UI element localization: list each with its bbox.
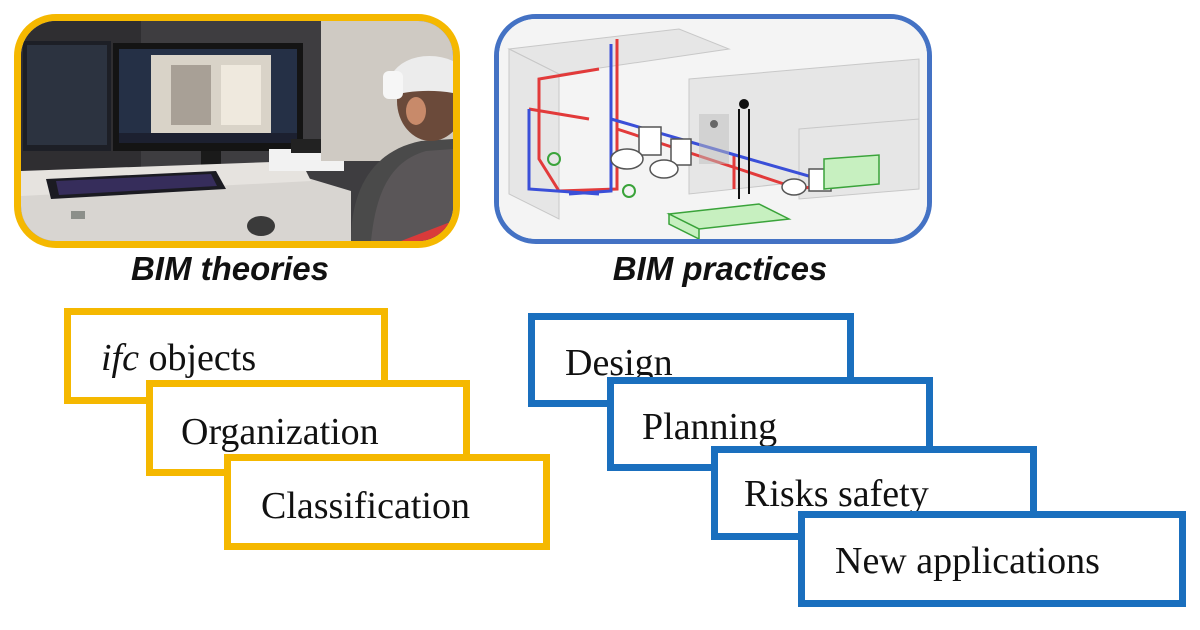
practice-item-label: Design xyxy=(565,342,673,384)
practice-box-new-applications: New applications xyxy=(798,511,1186,607)
practice-item-label: Planning xyxy=(642,406,778,448)
bim-theories-caption: BIM theories xyxy=(130,250,330,287)
practice-item-label: Risks safety xyxy=(744,473,929,515)
bim-practices-caption: BIM practices xyxy=(612,250,828,287)
theory-box-classification: Classification xyxy=(224,454,550,550)
bim-model-render xyxy=(494,14,932,244)
theory-item-label: Classification xyxy=(261,485,470,527)
theory-item-label: objects xyxy=(138,337,257,379)
ifc-term: ifc xyxy=(101,337,139,379)
vr-workstation-photo xyxy=(14,14,460,248)
theory-item-label: Organization xyxy=(181,411,379,453)
practice-item-label: New applications xyxy=(835,540,1100,582)
